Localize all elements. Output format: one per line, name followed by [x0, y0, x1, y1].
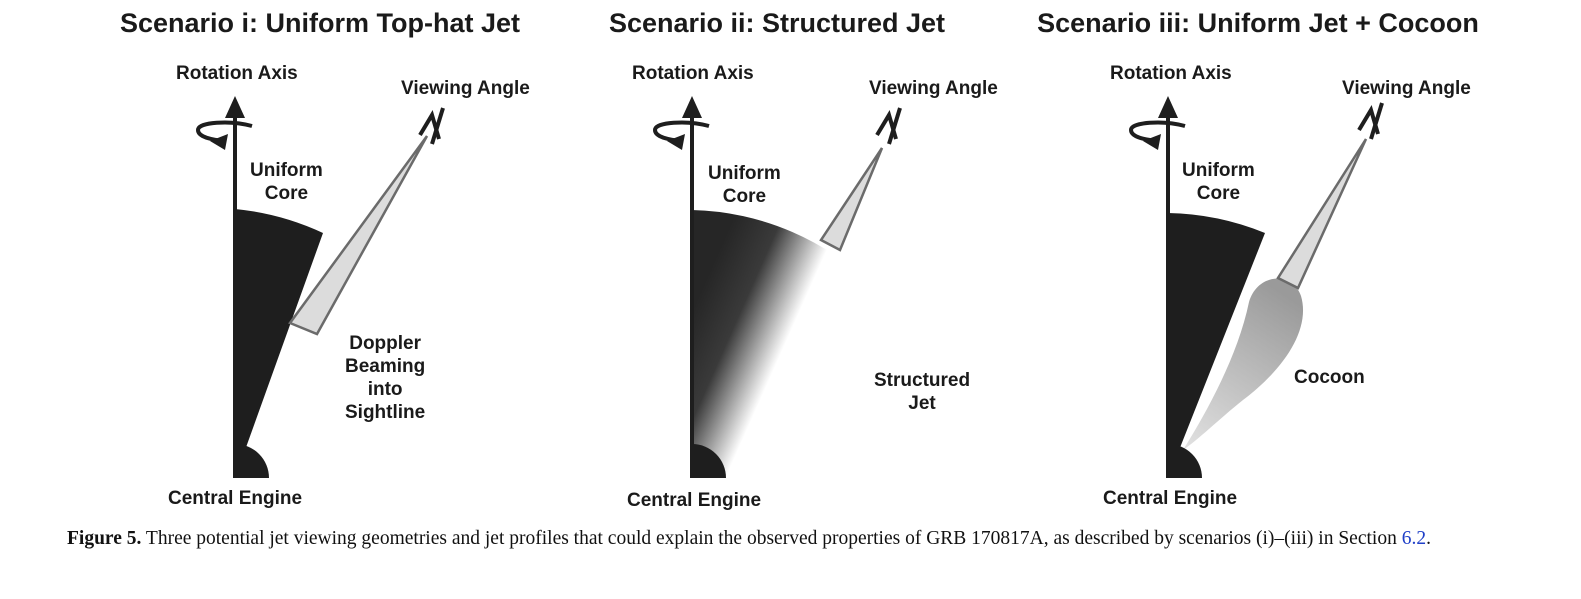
caption-label: Figure 5.: [67, 528, 142, 549]
rotation-axis-label: Rotation Axis: [176, 63, 298, 84]
axis-arrowhead: [1158, 96, 1178, 118]
viewing-beam: [1276, 138, 1368, 290]
cocoon: [1183, 278, 1304, 450]
jet-diagram: [652, 96, 902, 478]
central-engine-shape: [692, 444, 726, 478]
panel-title: Scenario iii: Uniform Jet + Cocoon: [1037, 8, 1479, 38]
panel-scenario-iii: Scenario iii: Uniform Jet + Cocoon: [1013, 0, 1493, 520]
panel-scenario-ii: Scenario ii: Structured Jet: [537, 0, 1017, 520]
section-link[interactable]: 6.2: [1401, 528, 1427, 549]
caption-end: .: [1426, 528, 1431, 549]
rotation-axis-label: Rotation Axis: [632, 63, 754, 84]
panel-scenario-i: Scenario i: Uniform Top-hat Jet Rotation: [80, 0, 560, 520]
eye-icon: [418, 107, 445, 145]
uniform-jet: [1168, 213, 1265, 478]
uniform-jet: [235, 209, 323, 478]
doppler-beam: [288, 135, 429, 336]
viewing-angle-label: Viewing Angle: [401, 78, 530, 99]
central-engine-label: Central Engine: [168, 488, 303, 509]
jet-diagram: [1128, 96, 1384, 478]
eye-icon: [1357, 102, 1384, 140]
panel-title: Scenario ii: Structured Jet: [608, 8, 946, 38]
panel-title: Scenario i: Uniform Top-hat Jet: [119, 8, 521, 38]
viewing-beam: [819, 147, 884, 252]
figure-caption: Figure 5. Three potential jet viewing ge…: [67, 527, 1523, 551]
jet-diagram: [195, 96, 445, 478]
caption-text: Three potential jet viewing geometries a…: [141, 528, 1402, 549]
cocoon-label: Cocoon: [1294, 367, 1365, 388]
axis-arrowhead: [225, 96, 245, 118]
rotation-axis-label: Rotation Axis: [1110, 63, 1232, 84]
axis-arrowhead: [682, 96, 702, 118]
central-engine-shape: [1168, 444, 1202, 478]
figure: Scenario i: Uniform Top-hat Jet Rotation: [80, 0, 1493, 520]
eye-icon: [875, 107, 902, 145]
central-engine-shape: [235, 444, 269, 478]
viewing-angle-label: Viewing Angle: [869, 78, 998, 99]
central-engine-label: Central Engine: [1103, 488, 1238, 509]
viewing-angle-label: Viewing Angle: [1342, 78, 1471, 99]
central-engine-label: Central Engine: [627, 490, 762, 511]
